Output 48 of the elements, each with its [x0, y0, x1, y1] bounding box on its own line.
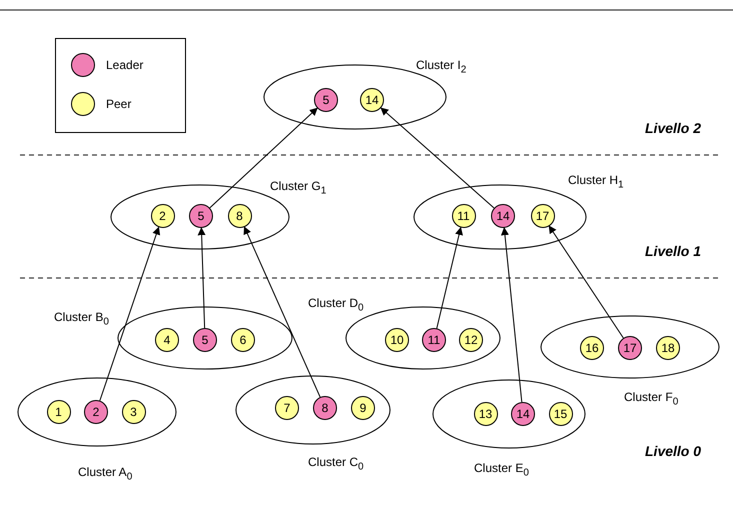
- cluster-label: Cluster H$_{1}$: [568, 173, 624, 190]
- peer-node: 4: [155, 328, 179, 352]
- peer-node: 15: [548, 402, 572, 426]
- leader-node: 5: [314, 88, 338, 112]
- legend-label: Leader: [106, 58, 144, 72]
- peer-node: 8: [228, 204, 252, 228]
- cluster-label: Cluster I$_{2}$: [416, 58, 466, 76]
- cluster-label: Cluster E$_{0}$: [474, 461, 529, 478]
- level-label: Livello 0: [645, 443, 702, 459]
- leader-node: 8: [313, 396, 337, 420]
- leader-node: 14: [511, 402, 535, 426]
- cluster-label: Cluster D$_{0}$: [308, 296, 364, 314]
- legend-label: Peer: [106, 97, 132, 111]
- peer-node: 11: [452, 204, 476, 228]
- arrow: [198, 227, 206, 328]
- peer-node: 2: [150, 204, 174, 228]
- leader-node: 5: [189, 204, 213, 228]
- peer-node: 14: [360, 88, 384, 112]
- arrow: [209, 108, 318, 208]
- peer-node: 16: [580, 336, 604, 360]
- cluster-label: Cluster B$_{0}$: [54, 310, 109, 328]
- peer-node: 13: [474, 402, 498, 426]
- cluster-label: Cluster A$_{0}$: [78, 465, 132, 482]
- peer-node: 7: [275, 396, 299, 420]
- leader-node: 11: [422, 328, 446, 352]
- peer-node: 10: [385, 328, 409, 352]
- arrow: [99, 226, 160, 402]
- leader-node: 5: [193, 328, 217, 352]
- peer-node: 1: [46, 400, 70, 424]
- cluster-label: Cluster F$_{0}$: [624, 390, 678, 408]
- peer-node: 17: [530, 204, 554, 228]
- peer-node: 12: [459, 328, 483, 352]
- peer-node: 6: [231, 328, 255, 352]
- peer-node: 18: [656, 336, 680, 360]
- leader-node: 14: [491, 204, 515, 228]
- peer-node: 9: [351, 396, 375, 420]
- arrow: [436, 226, 463, 329]
- leader-node: 2: [84, 400, 108, 424]
- peer-node: 3: [122, 400, 146, 424]
- leader-node: 17: [618, 336, 642, 360]
- arrow: [548, 225, 624, 338]
- arrow: [500, 227, 522, 403]
- level-label: Livello 2: [645, 120, 702, 136]
- arrow: [244, 226, 321, 398]
- cluster-label: Cluster G$_{1}$: [270, 179, 326, 196]
- level-label: Livello 1: [645, 243, 702, 259]
- cluster-label: Cluster C$_{0}$: [308, 455, 364, 472]
- arrow: [380, 107, 495, 209]
